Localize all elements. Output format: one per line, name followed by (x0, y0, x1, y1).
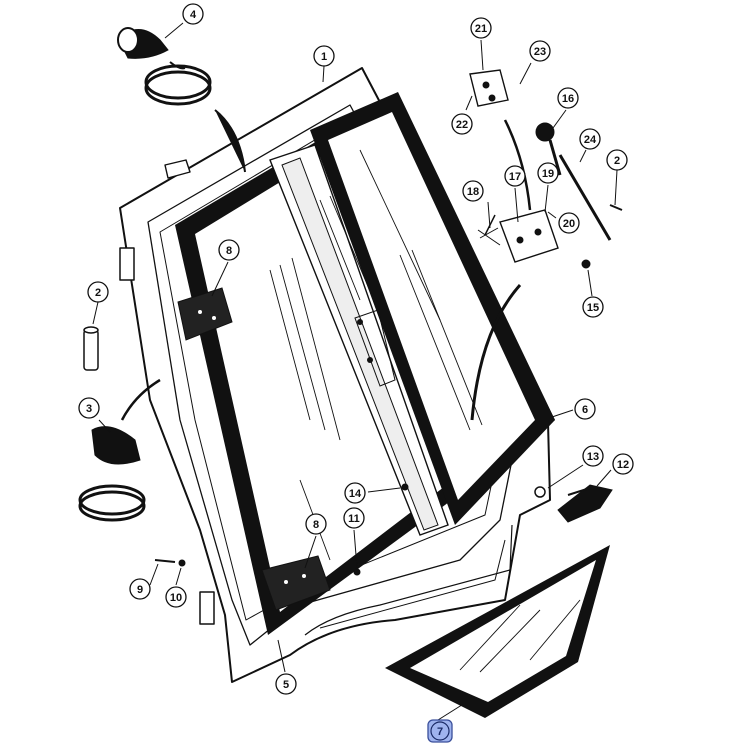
callout-13-label: 13 (587, 451, 599, 463)
callout-7-label: 7 (437, 726, 443, 738)
callout-10-label: 10 (170, 592, 182, 604)
callout-15-label: 15 (587, 302, 599, 314)
callout-11-label: 11 (348, 513, 360, 525)
callout-8-lower-label: 8 (313, 519, 319, 531)
callout-4[interactable]: 4 (182, 3, 204, 25)
callout-17-label: 17 (509, 171, 521, 183)
callout-24-label: 24 (584, 134, 597, 146)
callout-3[interactable]: 3 (78, 397, 100, 419)
callout-20-label: 20 (563, 218, 575, 230)
sliding-window-frame (269, 92, 555, 536)
callout-21[interactable]: 21 (470, 17, 492, 39)
callout-18[interactable]: 18 (462, 180, 484, 202)
callout-19-label: 19 (542, 168, 554, 180)
callout-22-label: 22 (456, 119, 468, 131)
callout-21-label: 21 (475, 23, 487, 35)
door-handle (534, 484, 613, 523)
callout-14-label: 14 (349, 488, 362, 500)
upper-hinge-bracket (177, 287, 233, 341)
seal-roll (117, 27, 246, 173)
callout-20[interactable]: 20 (558, 212, 580, 234)
callout-5-label: 5 (283, 679, 289, 691)
callout-10[interactable]: 10 (165, 586, 187, 608)
callout-7-selected[interactable]: 7 (427, 719, 453, 743)
callout-13[interactable]: 13 (582, 445, 604, 467)
callout-1[interactable]: 1 (313, 45, 335, 67)
fasteners (154, 483, 409, 576)
callout-17[interactable]: 17 (504, 165, 526, 187)
latch-mechanism (469, 69, 623, 421)
callout-18-label: 18 (467, 186, 479, 198)
lower-window-gasket (385, 545, 610, 718)
callout-1-label: 1 (321, 51, 327, 63)
callout-2-left-label: 2 (95, 287, 101, 299)
callout-23-label: 23 (534, 46, 546, 58)
callout-5[interactable]: 5 (275, 673, 297, 695)
callout-24[interactable]: 24 (579, 128, 601, 150)
callout-12[interactable]: 12 (612, 453, 634, 475)
callout-2-left[interactable]: 2 (87, 281, 109, 303)
callouts: 1 2 2 3 4 5 6 7 (78, 3, 634, 743)
callout-16[interactable]: 16 (557, 87, 579, 109)
callout-2-right-label: 2 (614, 155, 620, 167)
spacer-tube (83, 326, 99, 371)
callout-8-upper[interactable]: 8 (218, 239, 240, 261)
callout-6[interactable]: 6 (574, 398, 596, 420)
callout-22[interactable]: 22 (451, 113, 473, 135)
seal-roll-lower (78, 378, 161, 522)
callout-11[interactable]: 11 (343, 507, 365, 529)
callout-9-label: 9 (137, 584, 143, 596)
callout-8-lower[interactable]: 8 (305, 513, 327, 535)
callout-3-label: 3 (86, 403, 92, 415)
callout-19[interactable]: 19 (537, 162, 559, 184)
callout-6-label: 6 (582, 404, 588, 416)
callout-12-label: 12 (617, 459, 629, 471)
callout-16-label: 16 (562, 93, 574, 105)
callout-14[interactable]: 14 (344, 482, 366, 504)
callout-2-right[interactable]: 2 (606, 149, 628, 171)
leader-lines (92, 22, 618, 721)
callout-23[interactable]: 23 (529, 40, 551, 62)
lower-hinge-bracket (261, 555, 331, 611)
callout-9[interactable]: 9 (129, 578, 151, 600)
callout-4-label: 4 (190, 9, 197, 21)
callout-8-upper-label: 8 (226, 245, 232, 257)
callout-15[interactable]: 15 (582, 296, 604, 318)
